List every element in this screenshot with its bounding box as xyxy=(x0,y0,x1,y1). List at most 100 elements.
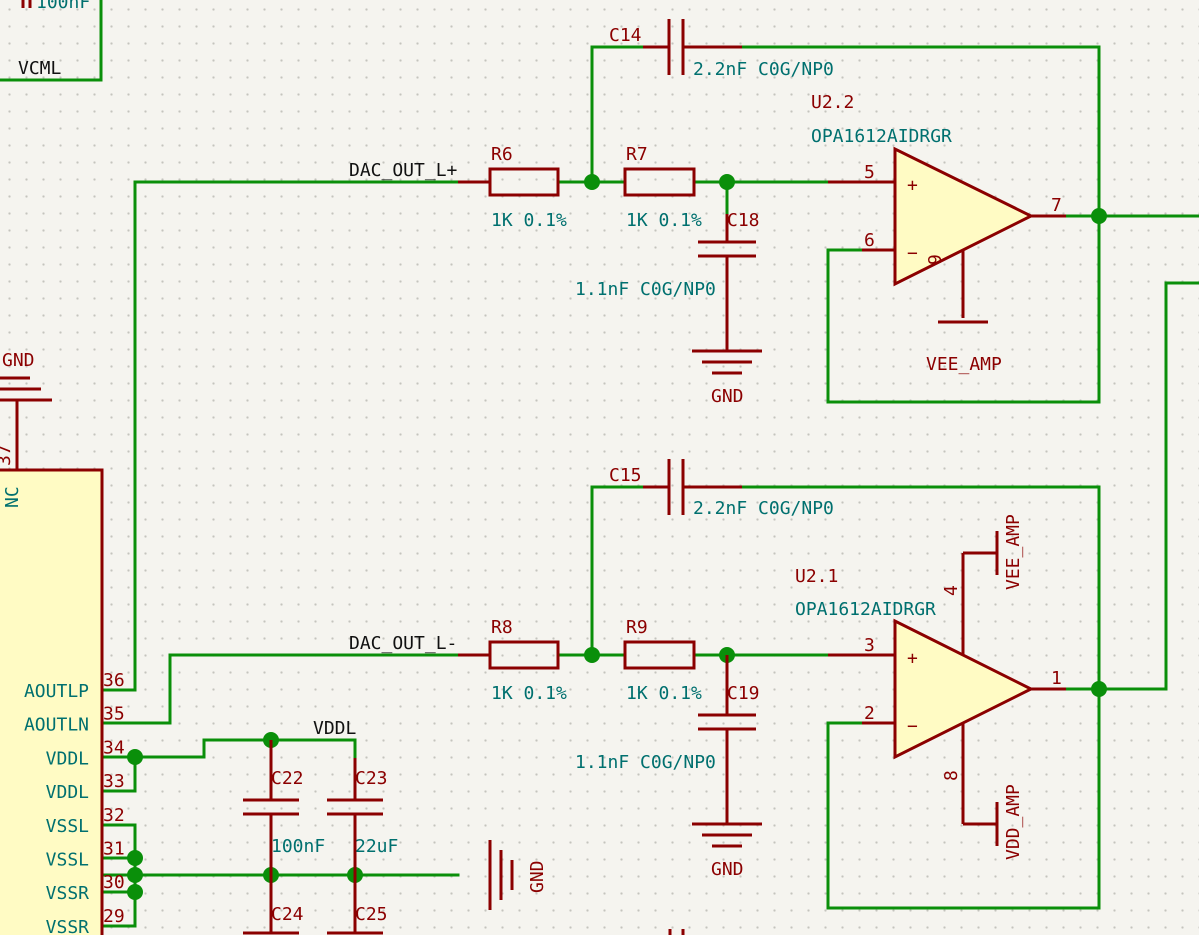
minus-sign: − xyxy=(907,243,918,264)
capacitor-c18[interactable]: C18 1.1nF C0G/NP0 xyxy=(575,210,760,350)
capacitor-value: 2.2nF C0G/NP0 xyxy=(693,59,834,80)
junction xyxy=(127,749,143,765)
capacitor-value: 22uF xyxy=(355,836,398,857)
pin-number-37: 37 xyxy=(0,444,15,466)
resistor-value: 1K 0.1% xyxy=(491,210,567,231)
junction xyxy=(127,867,143,883)
ground-symbol-top-left[interactable]: GND xyxy=(0,350,52,470)
resistor-value: 1K 0.1% xyxy=(491,683,567,704)
ic-u1-pin-name: VSSL xyxy=(46,850,90,871)
power-label-vdd-amp: VDD_AMP xyxy=(1003,784,1024,860)
capacitor-ref: C25 xyxy=(355,904,388,925)
capacitor-c15[interactable]: C15 2.2nF C0G/NP0 xyxy=(609,459,834,519)
ground-label: GND xyxy=(711,386,744,407)
opamp-u2-1-ref: U2.1 xyxy=(795,566,838,587)
ic-u1-pin-name: VDDL xyxy=(46,782,90,803)
wire-vcml[interactable] xyxy=(0,0,103,82)
ic-u1-pin-name: VSSR xyxy=(46,883,90,904)
capacitor-ref: C14 xyxy=(609,25,642,46)
power-vdd-amp-u21[interactable]: VDD_AMP xyxy=(963,784,1024,860)
pin-name-nc: NC xyxy=(2,486,23,508)
capacitor-value: 2.2nF C0G/NP0 xyxy=(693,498,834,519)
resistor-r9[interactable]: R9 1K 0.1% xyxy=(623,617,702,704)
pin-number-4: 4 xyxy=(941,585,962,596)
capacitor-ref: C15 xyxy=(609,465,642,486)
ic-u1-pin-number: 30 xyxy=(103,872,125,893)
wire-c15-left[interactable] xyxy=(590,485,645,657)
net-label-vcml[interactable]: VCML xyxy=(18,58,62,79)
capacitor-value: 1.1nF C0G/NP0 xyxy=(575,752,716,773)
capacitor-ref: C23 xyxy=(355,768,388,789)
ic-u1-pins: 36AOUTLP35AOUTLN34VDDL33VDDL32VSSL31VSSL… xyxy=(24,670,125,935)
capacitor-c22[interactable]: C22 100nF xyxy=(243,740,325,875)
ic-u1-pin-number: 34 xyxy=(103,737,125,758)
ground-label: GND xyxy=(527,860,548,893)
resistor-body xyxy=(623,167,696,197)
pin-number-3: 3 xyxy=(864,635,875,656)
opamp-u2-1-body xyxy=(893,618,1035,760)
wire-u21-feedback[interactable] xyxy=(826,687,1101,910)
pin-number-7: 7 xyxy=(1051,195,1062,216)
resistor-value: 1K 0.1% xyxy=(626,683,702,704)
capacitor-c23[interactable]: C23 22uF xyxy=(327,758,398,875)
net-label-dac-out-ln[interactable]: DAC_OUT_L- xyxy=(349,633,457,654)
pin-number-1: 1 xyxy=(1051,668,1062,689)
resistor-r6[interactable]: R6 1K 0.1% xyxy=(458,144,567,231)
junction xyxy=(584,647,600,663)
power-label-vee-amp: VEE_AMP xyxy=(1003,514,1024,590)
pin-number-6: 6 xyxy=(864,230,875,251)
ic-u1[interactable]: NC 37 xyxy=(0,444,104,935)
opamp-u2-2[interactable]: + − 5 6 7 9 U2.2 OPA1612AIDRGR xyxy=(811,92,1066,318)
junction xyxy=(1091,681,1107,697)
pin-number-9: 9 xyxy=(925,254,946,265)
capacitor-c25[interactable]: C25 xyxy=(327,875,388,935)
capacitor-value: 100nF xyxy=(271,836,325,857)
junction xyxy=(127,850,143,866)
ground-symbol-vss[interactable]: GND xyxy=(488,840,548,910)
junction xyxy=(584,174,600,190)
partial-capacitor-value: 100nF xyxy=(36,0,90,13)
wire-vddl[interactable] xyxy=(101,738,357,760)
capacitor-ref: C22 xyxy=(271,768,304,789)
power-vee-amp-u21[interactable]: VEE_AMP xyxy=(963,514,1024,590)
net-label-dac-out-lp[interactable]: DAC_OUT_L+ xyxy=(349,160,458,181)
opamp-u2-2-value: OPA1612AIDRGR xyxy=(811,126,952,147)
resistor-ref: R7 xyxy=(626,144,648,165)
capacitor-ref: C24 xyxy=(271,904,304,925)
ground-symbol-c19[interactable]: GND xyxy=(692,822,762,880)
junction xyxy=(127,884,143,900)
ic-u1-pin-name: AOUTLP xyxy=(24,681,89,702)
capacitor-c19[interactable]: C19 1.1nF C0G/NP0 xyxy=(575,655,760,823)
capacitor-c24[interactable]: C24 xyxy=(243,875,304,935)
ic-u1-body xyxy=(0,468,104,935)
wire-dac-out-lp[interactable] xyxy=(101,180,460,692)
junction xyxy=(1091,208,1107,224)
resistor-body xyxy=(488,167,560,197)
ground-label: GND xyxy=(2,350,35,371)
ic-u1-pin-number: 33 xyxy=(103,771,125,792)
ic-u1-pin-name: VSSL xyxy=(46,816,90,837)
resistor-r7[interactable]: R7 1K 0.1% xyxy=(623,144,702,231)
wire-vddl-33[interactable] xyxy=(101,755,137,793)
wire-u22-feedback[interactable] xyxy=(826,214,1101,404)
resistor-ref: R9 xyxy=(626,617,648,638)
resistor-ref: R8 xyxy=(491,617,513,638)
resistor-r8[interactable]: R8 1K 0.1% xyxy=(458,617,567,704)
wire-c14-left[interactable] xyxy=(590,45,645,184)
capacitor-c14[interactable]: C14 2.2nF C0G/NP0 xyxy=(609,19,834,80)
net-label-vddl[interactable]: VDDL xyxy=(313,718,357,739)
wire-c15-right[interactable] xyxy=(740,485,1101,691)
opamp-u2-2-body xyxy=(893,146,1035,287)
wire-u21-out[interactable] xyxy=(1064,281,1199,691)
capacitor-ref: C19 xyxy=(727,683,760,704)
minus-sign: − xyxy=(907,716,918,737)
pin-number-8: 8 xyxy=(941,770,962,781)
power-vee-amp-top[interactable]: VEE_AMP xyxy=(926,320,1002,375)
opamp-u2-1[interactable]: + − 3 2 1 4 8 U2.1 OPA1612AIDRGR xyxy=(795,553,1066,824)
wire-c14-right[interactable] xyxy=(740,45,1101,218)
plus-sign: + xyxy=(907,648,918,669)
ground-symbol-c18[interactable]: GND xyxy=(692,349,762,407)
pin-number-5: 5 xyxy=(864,162,875,183)
wire-dac-out-ln[interactable] xyxy=(101,653,460,725)
